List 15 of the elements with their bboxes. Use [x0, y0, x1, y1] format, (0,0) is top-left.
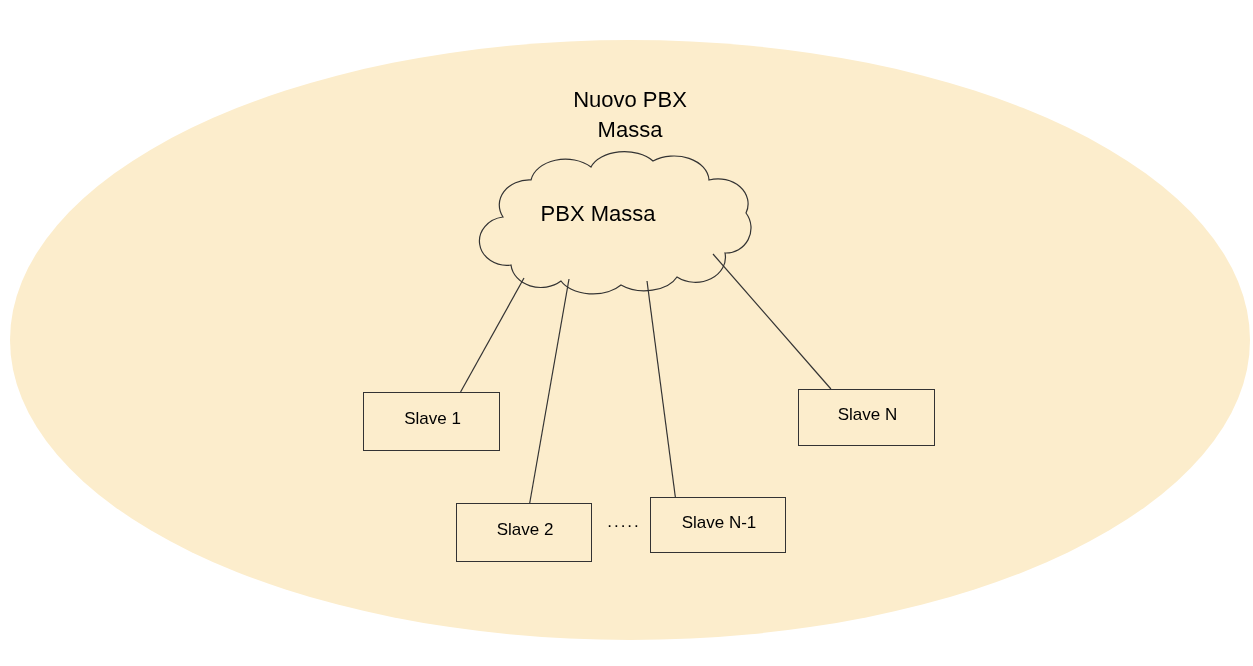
- connector-line: [712, 253, 832, 390]
- process-box: [798, 389, 935, 446]
- process-box: [650, 497, 786, 553]
- box-label: Slave 1: [403, 409, 462, 430]
- box-label: Slave N-1: [680, 512, 758, 534]
- region-title: Nuovo PBX Massa: [572, 86, 688, 144]
- cloud-label: PBX Massa: [539, 201, 657, 227]
- connector-line: [459, 277, 525, 393]
- connector-line: [529, 278, 570, 504]
- process-box: [456, 503, 592, 562]
- process-box: [363, 392, 500, 451]
- box-label: Slave N: [836, 405, 899, 426]
- connector-line: [646, 280, 676, 498]
- ellipsis-label: .....: [606, 512, 642, 532]
- box-label: Slave 2: [495, 520, 555, 541]
